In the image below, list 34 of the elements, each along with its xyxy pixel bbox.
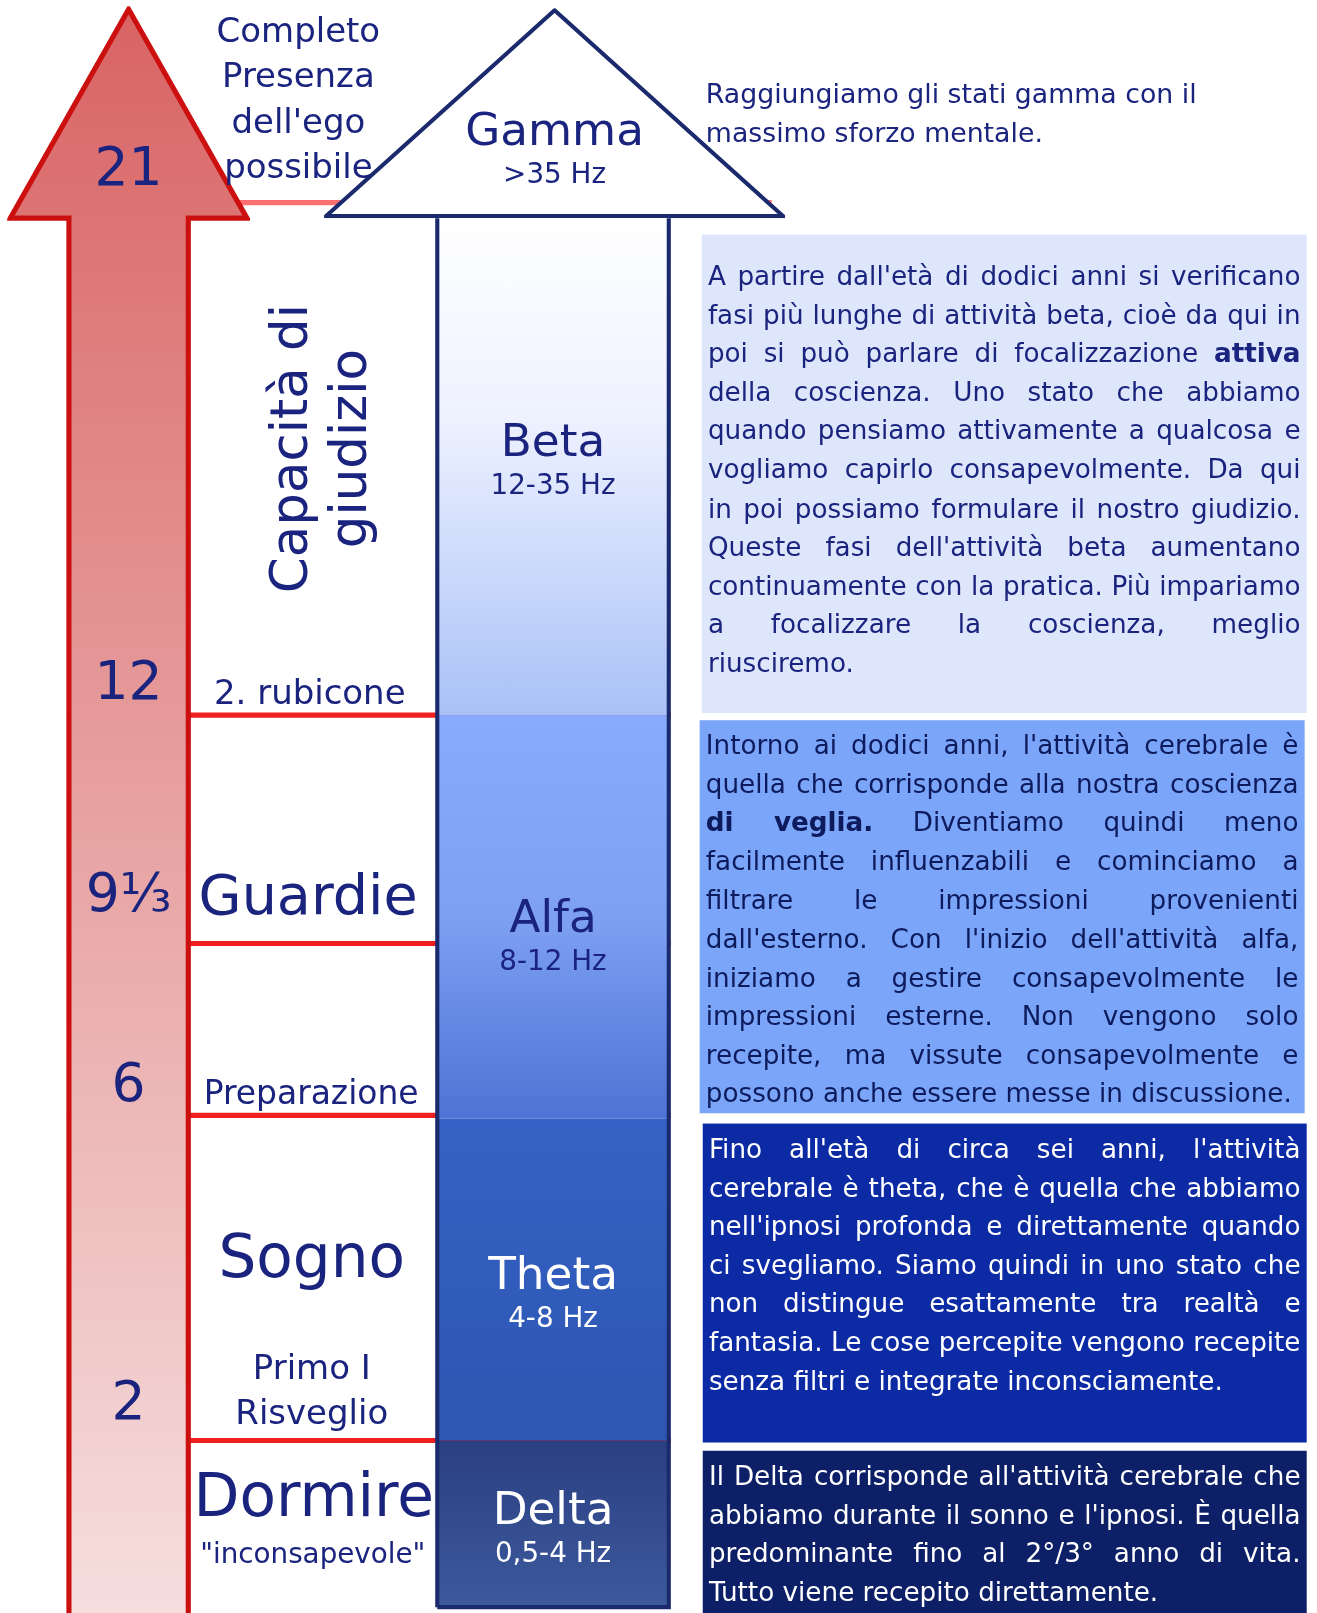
frequency-text: >35 Hz — [503, 156, 607, 192]
wave-name: Delta — [492, 1481, 614, 1536]
wave-name: Alfa — [509, 890, 597, 944]
stage-title: Guardie — [198, 862, 418, 929]
stage-label: Preparazione — [203, 1072, 419, 1114]
caption-text: Completo Presenza dell'ego possibile — [215, 9, 382, 189]
frequency-text: 4-8 Hz — [508, 1300, 598, 1336]
stage-label: Primo I Risveglio — [234, 1345, 390, 1435]
description-text: Raggiungiamo gli stati gamma con il massimo sforzo mentale. — [705, 77, 1198, 151]
stage-label: "inconsapevole" — [199, 1536, 427, 1572]
stage-title: Dormire — [193, 1459, 431, 1531]
age-number: 2 — [110, 1371, 147, 1430]
wave-name: Gamma — [465, 102, 644, 157]
age-number: 9⅓ — [84, 863, 173, 921]
stage-title: Sogno — [217, 1220, 407, 1293]
description-text: Il Delta corrisponde all'attività cerebrale che abbiamo durante il sonno e l'ipnosi. È quella predominante fino al 2°/3° anno di vita. Tutto viene recepito direttamente. — [708, 1459, 1301, 1609]
description-text: Fino all'età di circa sei anni, l'attività cerebrale è theta, che è quella che abbiamo nell'ipnosi profonda e direttamente quando ci svegliamo. Siamo quindi in uno stato che non distingue esattamente tra realtà e fantasia. Le cose percepite vengono recepite senza filtri e integrate inconsciamente. — [708, 1131, 1301, 1398]
text-panel — [702, 1123, 1307, 1443]
wave-band — [437, 1440, 669, 1608]
age-number: 21 — [93, 137, 164, 196]
wave-name: Theta — [488, 1247, 618, 1301]
description-text: A partire dall'età di dodici anni si verificano fasi più lunghe di attività beta, cioè da qui in poi si può parlare di focalizzazione attiva della coscienza. Uno stato che abbiamo quando pensiamo attivamente a qualcosa e vogliamo capirlo consapevolmente. Da qui in poi possiamo formulare il nostro giudizio. Queste fasi dell'attività beta aumentano continuamente con la pratica. Più impariamo a focalizzare la coscienza, meglio riusciremo. — [707, 259, 1301, 680]
wave-band — [437, 715, 669, 1119]
frequency-text: 8-12 Hz — [499, 943, 607, 979]
wave-name: Beta — [500, 413, 606, 468]
age-number: 6 — [110, 1053, 147, 1112]
frequency-text: 12-35 Hz — [490, 467, 616, 503]
frequency-text: 0,5-4 Hz — [494, 1535, 612, 1571]
wave-band — [437, 218, 669, 716]
age-number: 12 — [93, 651, 164, 709]
stage-title: Capacità di giudizio — [259, 303, 379, 596]
stage-label: 2. rubicone — [214, 671, 406, 714]
description-text: Intorno ai dodici anni, l'attività cerebrale è quella che corrisponde alla nostra coscienza di veglia. Diventiamo quindi meno facilmente influenzabili e cominciamo a filtrare le impressioni provenienti dall'esterno. Con l'inizio dell'attività alfa, iniziamo a gestire consapevolmente le impressioni esterne. Non vengono solo recepite, ma vissute consapevolmente e possono anche essere messe in discussione. — [705, 728, 1299, 1111]
wave-band — [437, 1118, 669, 1441]
